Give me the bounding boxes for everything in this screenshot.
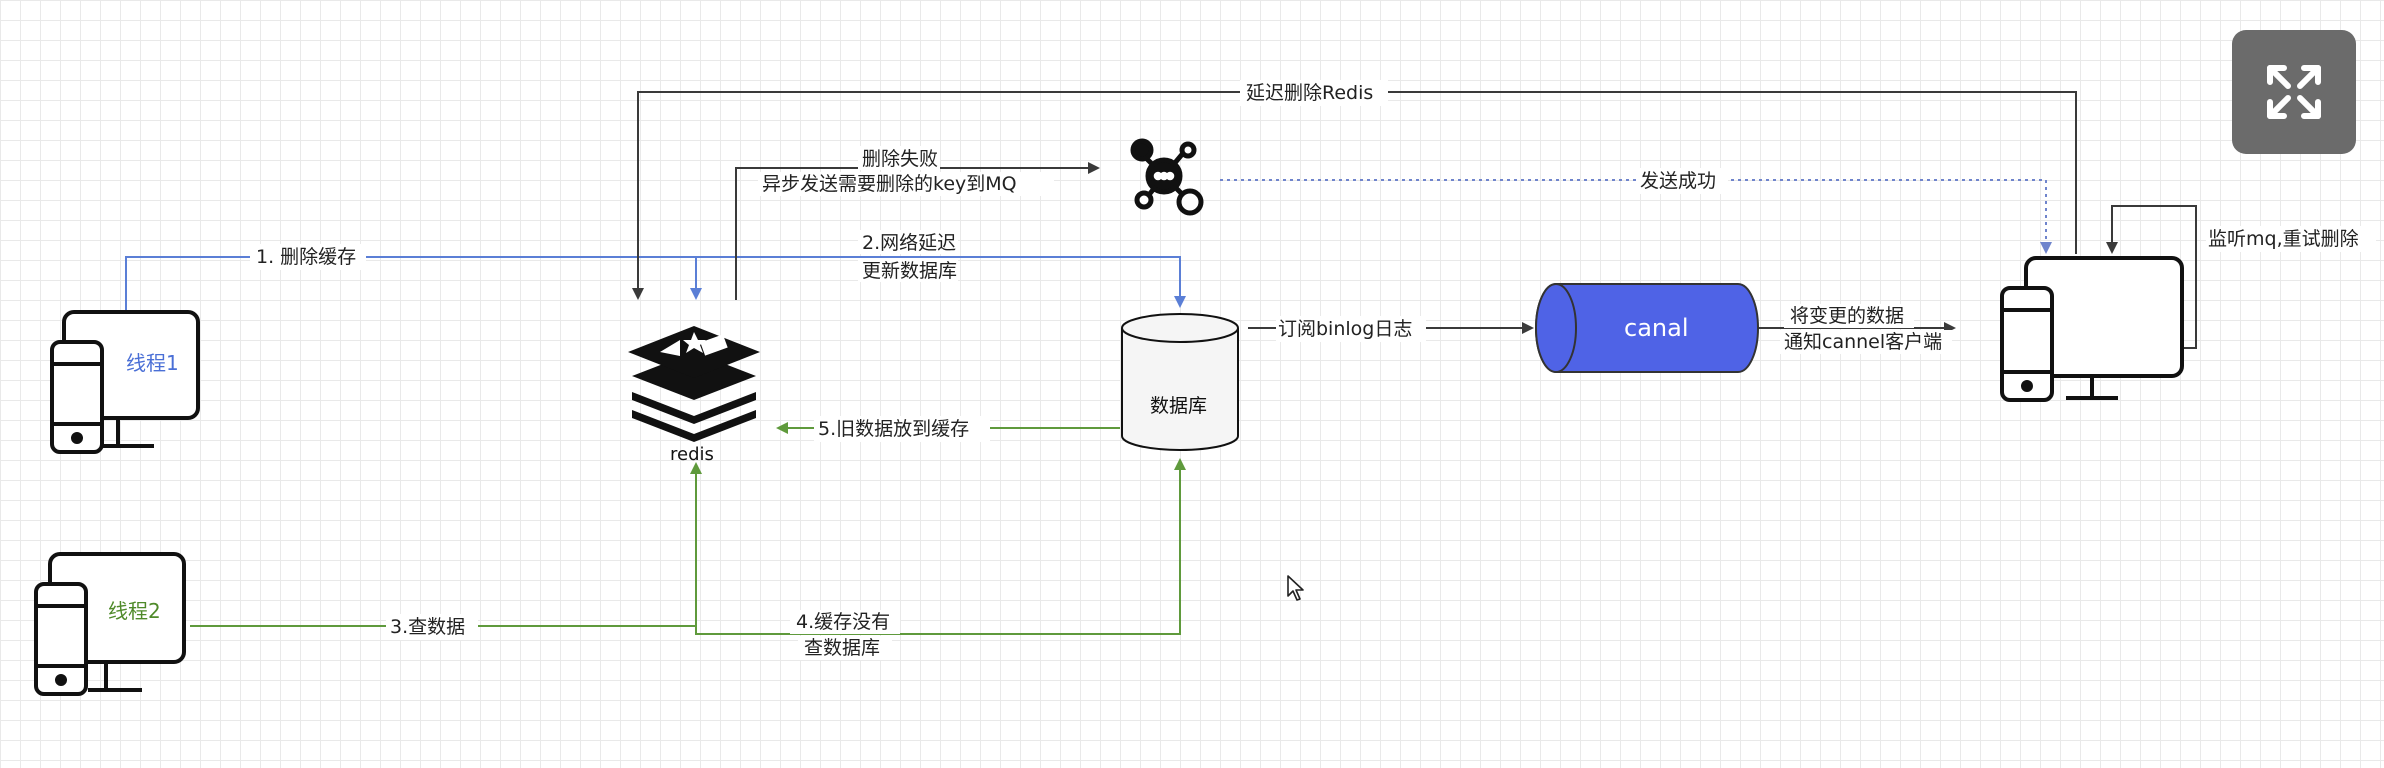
label-listen-retry: 监听mq,重试删除 xyxy=(2208,228,2359,250)
redis-logo-icon xyxy=(628,326,760,442)
label-notify-2: 通知cannel客户端 xyxy=(1784,331,1942,353)
expand-icon xyxy=(2267,65,2321,119)
edge-cache-miss xyxy=(695,458,1186,635)
label-old-data-to-cache: 5.旧数据放到缓存 xyxy=(818,418,969,440)
edge-send-success xyxy=(1220,179,2052,254)
redis-node[interactable]: redis xyxy=(628,326,760,465)
label-network-delay-1: 2.网络延迟 xyxy=(862,232,956,254)
device-icon xyxy=(50,310,200,454)
label-delete-failed-1: 删除失败 xyxy=(862,148,938,170)
mouse-cursor-icon xyxy=(1287,575,1304,601)
thread2-label: 线程2 xyxy=(108,599,161,623)
label-network-delay-2: 更新数据库 xyxy=(862,260,957,282)
label-query-data: 3.查数据 xyxy=(390,616,465,638)
label-delayed-delete: 延迟删除Redis xyxy=(1246,82,1373,104)
edge-query-data xyxy=(190,462,702,627)
label-send-success: 发送成功 xyxy=(1640,170,1716,192)
database-label: 数据库 xyxy=(1150,395,1207,417)
device-icon xyxy=(34,552,186,696)
edge-network-delay xyxy=(696,256,1186,308)
label-delete-failed-2: 异步发送需要删除的key到MQ xyxy=(762,173,1017,195)
label-notify-1: 将变更的数据 xyxy=(1790,305,1904,327)
database-node[interactable]: 数据库 xyxy=(1121,313,1239,451)
canal-node[interactable]: canal xyxy=(1535,283,1759,373)
expand-button[interactable] xyxy=(2232,30,2356,154)
mq-broker-icon xyxy=(1130,138,1204,216)
label-subscribe-binlog: 订阅binlog日志 xyxy=(1278,318,1412,340)
redis-label: redis xyxy=(670,444,714,465)
thread1-label: 线程1 xyxy=(126,351,179,375)
thread1-node[interactable]: 线程1 xyxy=(50,310,200,454)
edge-delete-cache xyxy=(125,256,702,312)
thread2-node[interactable]: 线程2 xyxy=(34,552,186,696)
canal-cylinder xyxy=(1535,283,1759,373)
client-node[interactable] xyxy=(2000,256,2184,402)
canal-label: canal xyxy=(1624,314,1689,342)
label-cache-miss-1: 4.缓存没有 xyxy=(796,611,890,633)
mq-broker-node[interactable] xyxy=(1130,138,1204,216)
label-cache-miss-2: 查数据库 xyxy=(804,637,880,659)
device-icon xyxy=(2000,256,2184,402)
database-cylinder-icon xyxy=(1121,313,1239,451)
edge-delete-failed xyxy=(735,162,1100,300)
label-delete-cache: 1. 删除缓存 xyxy=(256,246,356,268)
